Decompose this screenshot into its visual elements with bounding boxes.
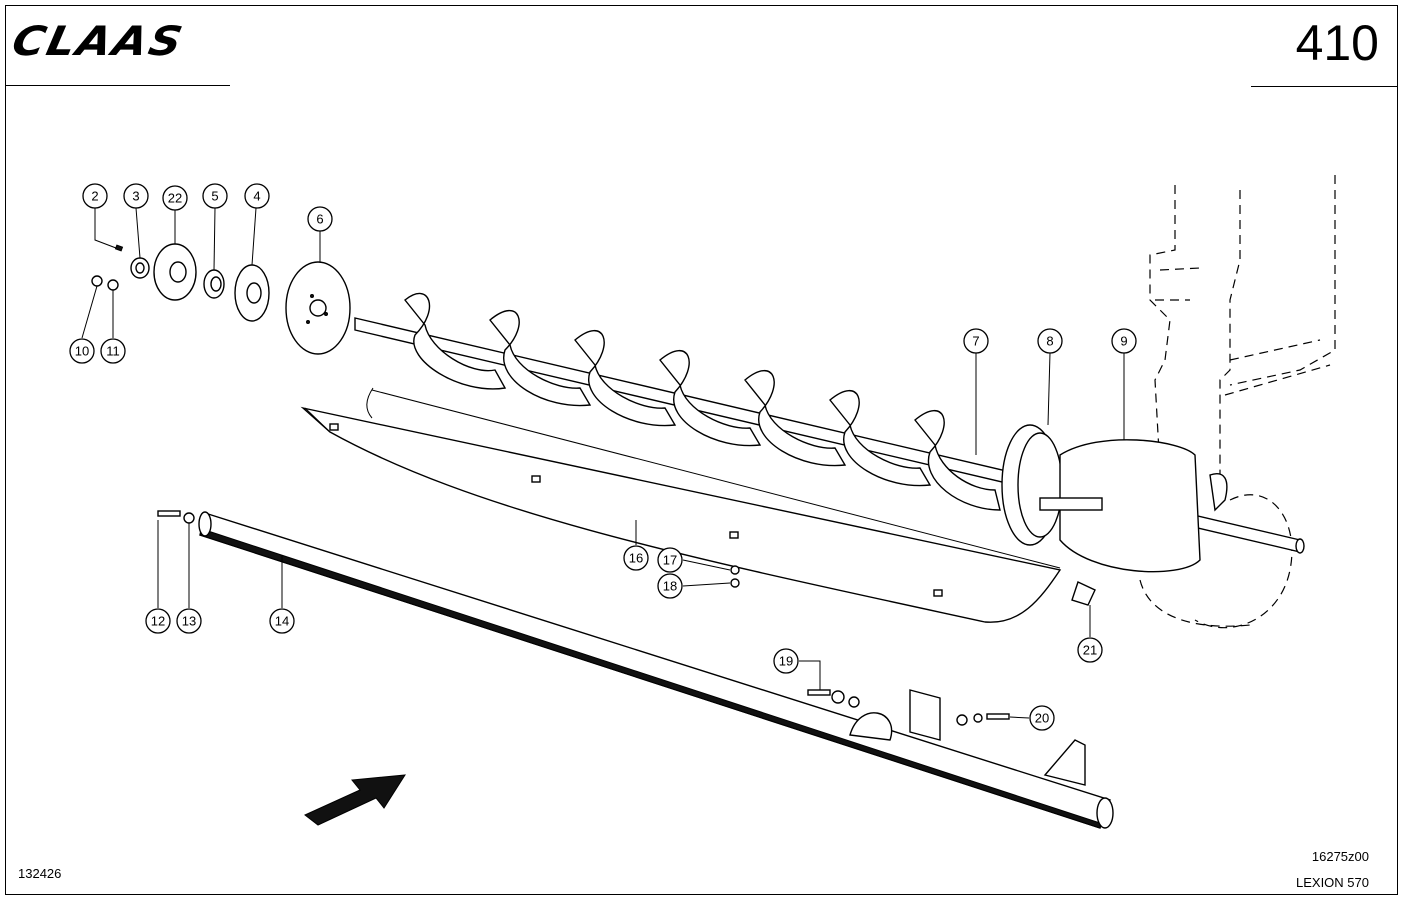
callout-7: 7 [963, 328, 989, 354]
callout-22: 22 [162, 185, 188, 211]
footer-left-code: 132426 [18, 866, 62, 881]
callout-2: 2 [82, 183, 108, 209]
callout-18: 18 [657, 573, 683, 599]
svg-text:6: 6 [316, 212, 323, 227]
callout-12: 12 [145, 608, 171, 634]
bracket-21 [1071, 581, 1096, 606]
callout-19: 19 [773, 648, 799, 674]
callout-21: 21 [1077, 637, 1103, 663]
brand-rule [6, 85, 230, 86]
svg-text:11: 11 [106, 344, 120, 359]
callout-17: 17 [657, 547, 683, 573]
svg-text:4: 4 [253, 189, 260, 204]
callout-13: 13 [176, 608, 202, 634]
housing-outline [1139, 175, 1336, 629]
callout-11: 11 [100, 338, 126, 364]
callout-8: 8 [1037, 328, 1063, 354]
drawing-frame [5, 5, 1398, 895]
callout-16: 16 [623, 545, 649, 571]
callout-5: 5 [202, 183, 228, 209]
lower-tube [198, 511, 1114, 829]
svg-text:9: 9 [1120, 334, 1127, 349]
footer-model: LEXION 570 [1296, 875, 1369, 890]
direction-arrow [304, 774, 406, 826]
callout-6: 6 [307, 206, 333, 232]
svg-text:5: 5 [211, 189, 218, 204]
callout-3: 3 [123, 183, 149, 209]
callout-9: 9 [1111, 328, 1137, 354]
callout-20: 20 [1029, 705, 1055, 731]
callout-14: 14 [269, 608, 295, 634]
sleeve-rings [1001, 424, 1228, 573]
callout-4: 4 [244, 183, 270, 209]
auger-trough [300, 387, 1062, 623]
svg-text:10: 10 [75, 344, 89, 359]
svg-text:2: 2 [91, 189, 98, 204]
svg-text:8: 8 [1046, 334, 1053, 349]
svg-text:14: 14 [275, 614, 289, 629]
callout-10: 10 [69, 338, 95, 364]
fasteners [157, 510, 1010, 726]
svg-text:20: 20 [1035, 711, 1049, 726]
page-number-rule [1251, 86, 1397, 87]
svg-text:17: 17 [663, 553, 677, 568]
page-number: 410 [1295, 15, 1379, 71]
svg-text:13: 13 [182, 614, 196, 629]
svg-text:3: 3 [132, 189, 139, 204]
svg-text:18: 18 [663, 579, 677, 594]
svg-text:7: 7 [972, 334, 979, 349]
svg-text:22: 22 [168, 191, 182, 206]
svg-text:16: 16 [629, 551, 643, 566]
bearing-assembly [91, 243, 270, 322]
disc-flange [285, 261, 351, 355]
leader-lines [81, 207, 1125, 719]
svg-text:19: 19 [779, 654, 793, 669]
auger-flights [404, 292, 1001, 511]
footer-drawing-code: 16275z00 [1311, 849, 1369, 864]
svg-text:12: 12 [151, 614, 165, 629]
svg-text:21: 21 [1083, 643, 1097, 658]
